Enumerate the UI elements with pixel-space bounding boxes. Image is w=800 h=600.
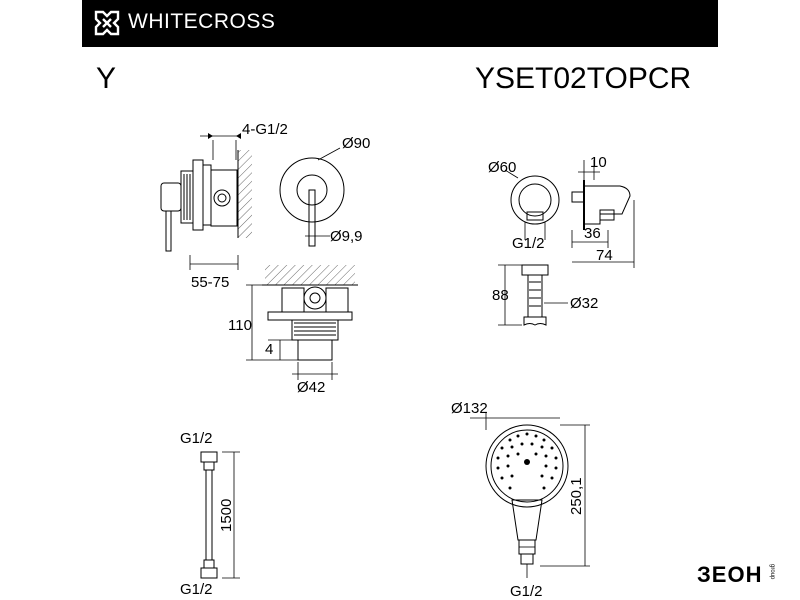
mixer-depth-label: 55-75 xyxy=(191,274,229,291)
holder-width-label: 10 xyxy=(590,154,607,171)
mixer-side-view: 4-G1/2 55-75 xyxy=(160,121,288,291)
mixer-thread-label: 4-G1/2 xyxy=(242,121,288,138)
spray-nozzles xyxy=(496,432,558,490)
head-length-label: 250,1 xyxy=(568,477,585,515)
model-code: YSET02TOPCR xyxy=(475,62,692,95)
watermark-text: ЗЕОН xyxy=(697,562,763,587)
holder-depth-1-label: 36 xyxy=(584,225,601,242)
hose-thread-top-label: G1/2 xyxy=(180,430,213,447)
hose-length-label: 1500 xyxy=(218,499,235,532)
brand-name: WHITECROSS xyxy=(128,10,276,33)
series-label: Y xyxy=(96,62,117,95)
head-thread-label: G1/2 xyxy=(510,583,543,600)
box-height-label: 110 xyxy=(228,317,252,334)
box-dia-label: Ø42 xyxy=(297,379,325,396)
hand-shower-view: Ø132 250,1 G1/2 xyxy=(451,400,590,600)
holder-height-label: 88 xyxy=(492,287,509,304)
whitecross-logo-icon xyxy=(94,10,120,36)
watermark-small-text: group xyxy=(769,564,775,580)
lever-dia-label: Ø9,9 xyxy=(330,228,363,245)
mixer-plate-dia-label: Ø90 xyxy=(342,135,370,152)
mixer-box-view: 110 4 Ø42 xyxy=(228,265,358,396)
holder-front-view: 88 Ø32 xyxy=(492,264,598,326)
watermark-logo: ЗЕОН group xyxy=(697,562,783,588)
brand-header: WHITECROSS xyxy=(82,0,718,47)
hose-thread-bottom-label: G1/2 xyxy=(180,581,213,598)
wall-outlet-view: Ø60 G1/2 xyxy=(488,159,560,252)
holder-depth-2-label: 74 xyxy=(596,247,613,264)
holder-side-view: 10 36 74 xyxy=(571,154,635,268)
box-offset-label: 4 xyxy=(265,341,273,358)
outlet-dia-label: Ø60 xyxy=(488,159,516,176)
head-dia-label: Ø132 xyxy=(451,400,488,417)
mixer-front-view: Ø90 Ø9,9 xyxy=(279,135,370,247)
hose-view: G1/2 1500 G1/2 xyxy=(180,430,240,598)
outlet-thread-label: G1/2 xyxy=(512,235,545,252)
holder-dia-label: Ø32 xyxy=(570,295,598,312)
